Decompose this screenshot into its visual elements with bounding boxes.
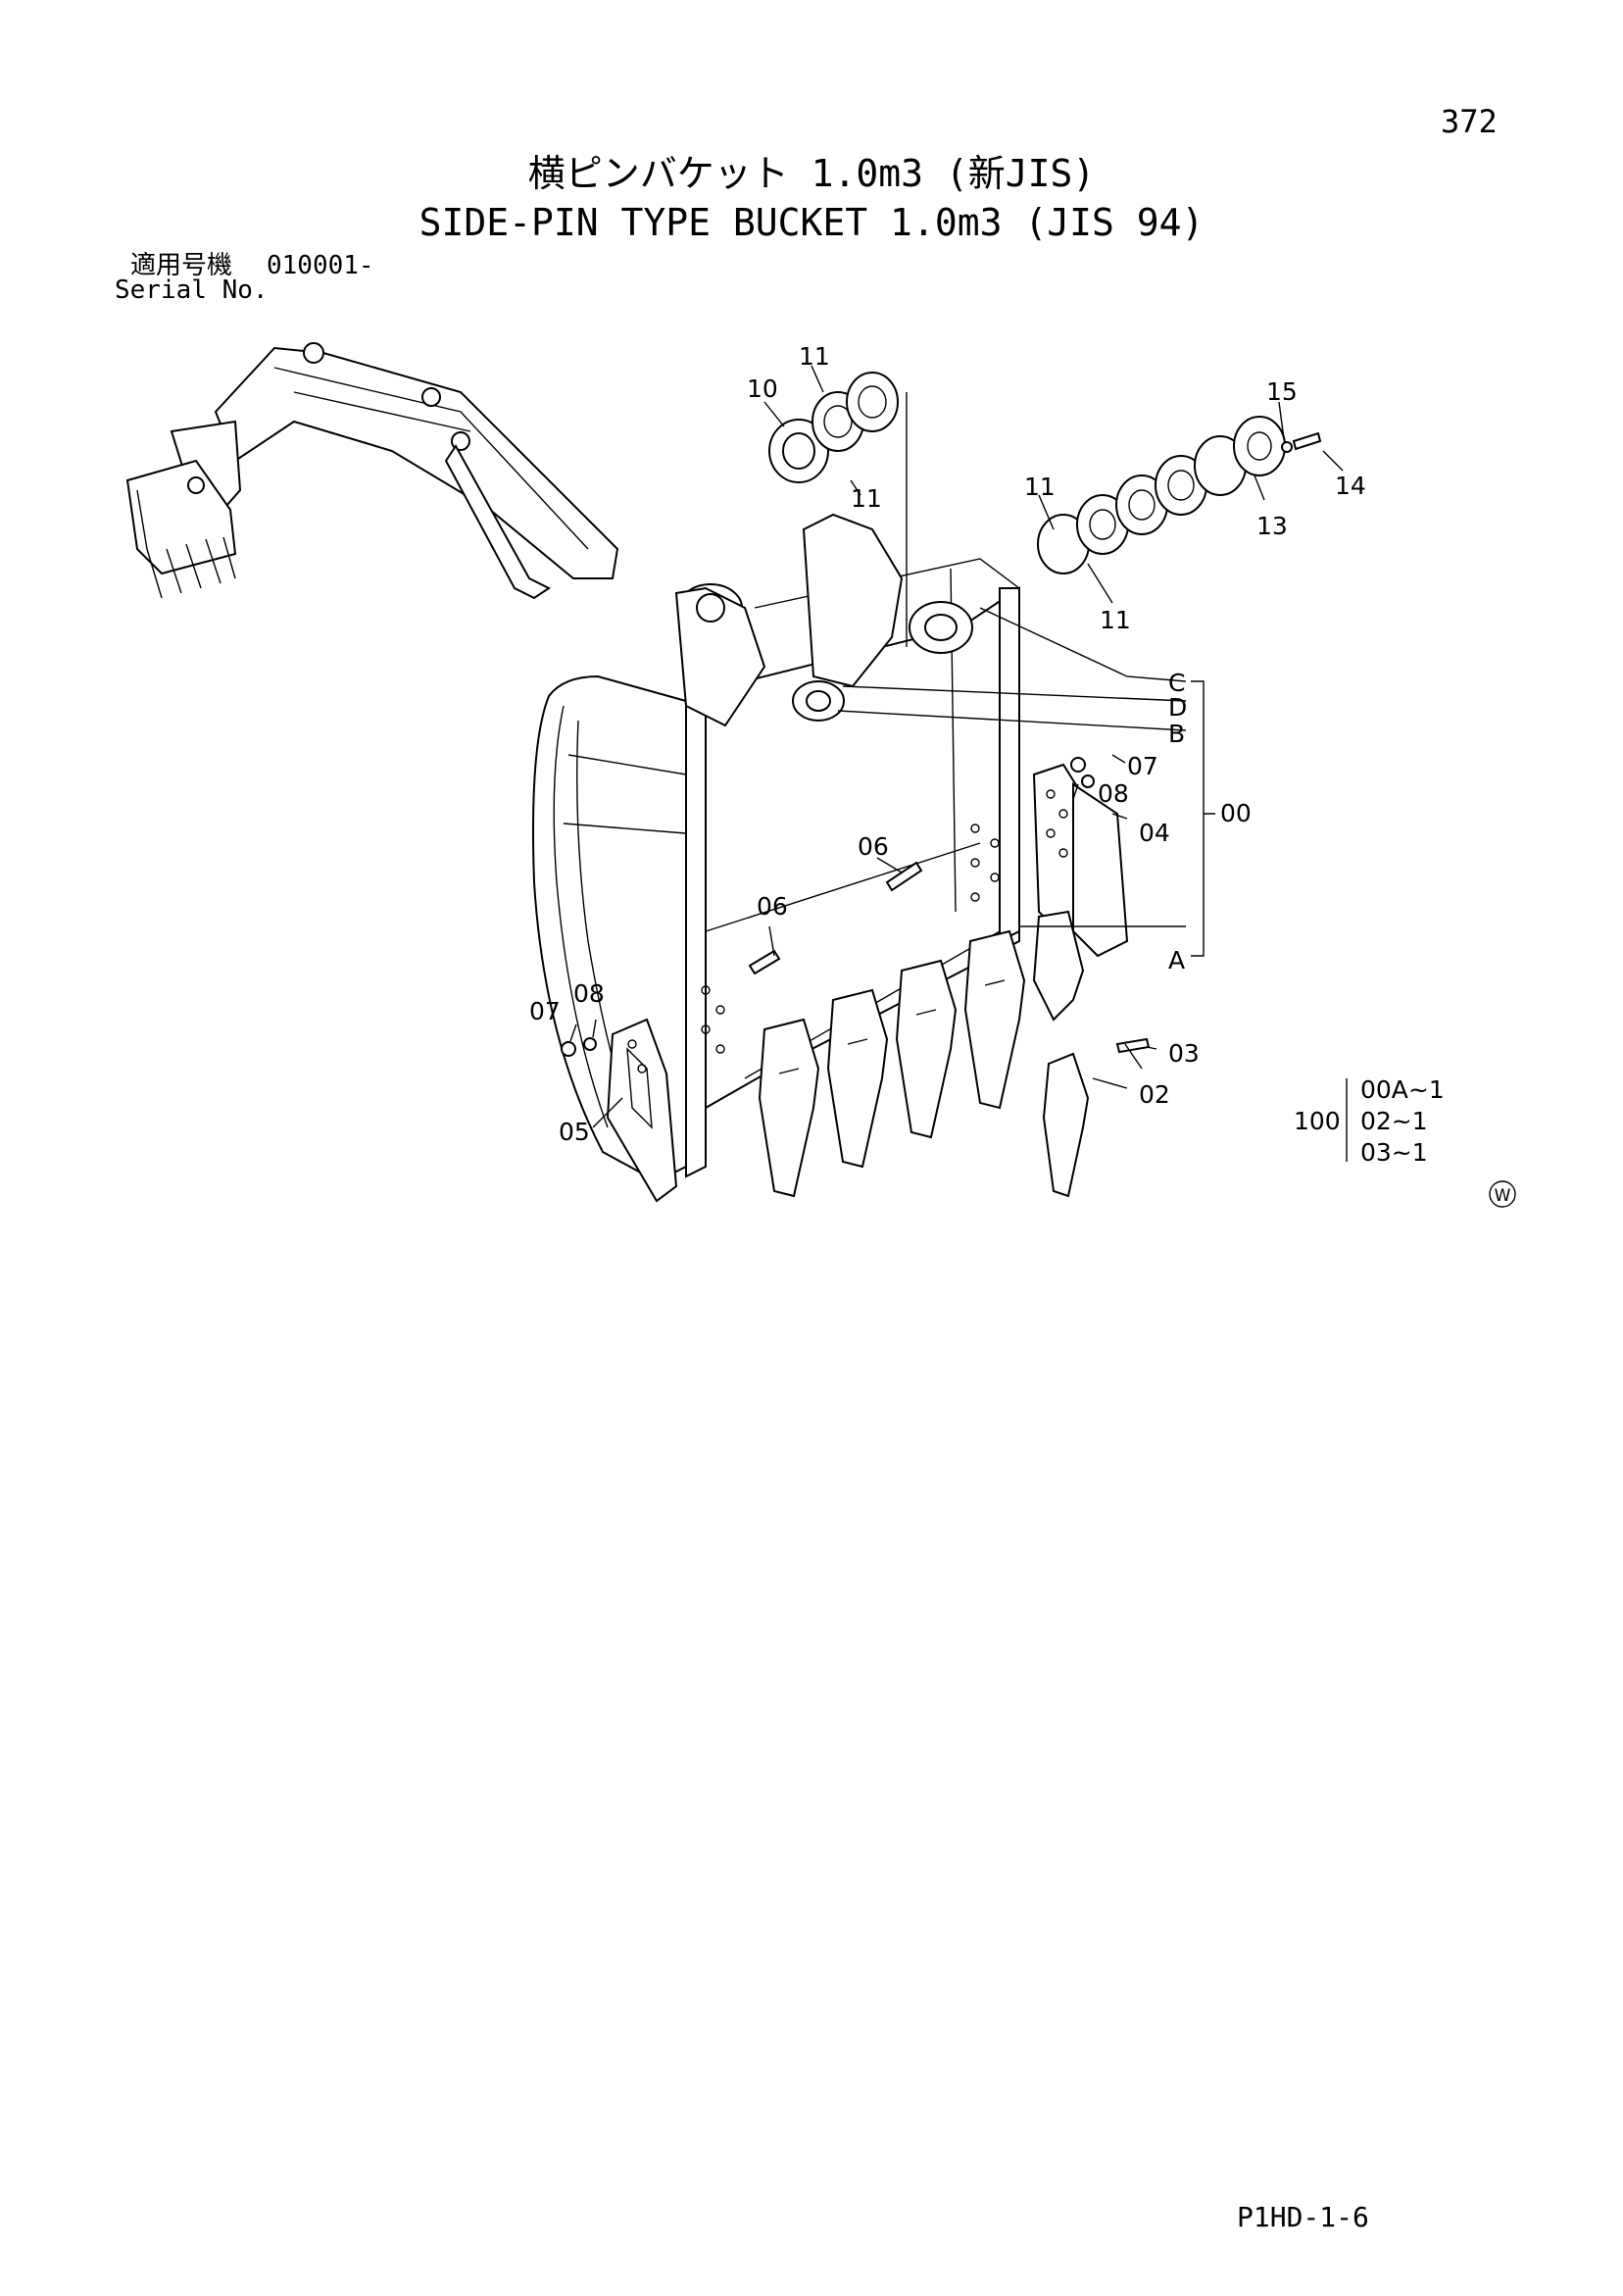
callout-00: 00 <box>1220 799 1252 827</box>
page-title-english: SIDE-PIN TYPE BUCKET 1.0m3 (JIS 94) <box>418 201 1205 244</box>
callout-13: 13 <box>1256 512 1288 540</box>
callout-11-top: 11 <box>799 342 830 371</box>
shims-and-washers <box>768 372 1322 957</box>
serial-number-value: 010001- <box>267 251 374 280</box>
assembly-kit-list: 100 00A~1 02~1 03~1 <box>1294 1075 1445 1167</box>
callout-15: 15 <box>1266 377 1298 406</box>
callout-05: 05 <box>559 1118 590 1146</box>
excavator-arm-thumbnail <box>125 342 619 600</box>
callout-07-left: 07 <box>529 997 561 1025</box>
pin-bosses <box>674 513 973 727</box>
bucket-body <box>532 558 1020 1183</box>
serial-label-english: Serial No. <box>115 275 269 305</box>
mark-letter: W <box>1495 1186 1511 1206</box>
callout-11-right-lower: 11 <box>1100 606 1131 634</box>
circled-w-mark: W <box>1489 1180 1516 1208</box>
kit-item: 03~1 <box>1360 1138 1428 1167</box>
callout-07-right: 07 <box>1127 752 1158 780</box>
callout-06-left: 06 <box>757 892 788 921</box>
page-code: P1HD-1-6 <box>1237 2201 1369 2233</box>
callout-08-left: 08 <box>573 979 605 1008</box>
callout-11-lower: 11 <box>851 484 882 513</box>
kit-quantity: 100 <box>1294 1107 1341 1135</box>
callout-letter-d: D <box>1168 693 1187 722</box>
serial-label-japanese: 適用号機 <box>130 251 233 280</box>
leader-lines <box>569 365 1344 1128</box>
bolts-nuts-pins <box>561 757 1151 1070</box>
callout-letter-b: B <box>1168 720 1185 748</box>
kit-item: 02~1 <box>1360 1107 1428 1135</box>
callout-08-right: 08 <box>1098 779 1129 808</box>
callout-03: 03 <box>1168 1039 1200 1068</box>
callout-letter-a: A <box>1168 946 1185 974</box>
callout-11-right-top: 11 <box>1024 473 1056 501</box>
callout-06-right: 06 <box>858 832 889 861</box>
callout-10: 10 <box>747 374 778 403</box>
page-number: 372 <box>1441 103 1498 140</box>
callout-letter-c: C <box>1168 669 1185 697</box>
kit-item: 00A~1 <box>1360 1075 1445 1104</box>
page-title-japanese: 横ピンバケット 1.0m3 (新JIS) <box>527 152 1096 195</box>
callout-02: 02 <box>1139 1080 1170 1109</box>
callout-04: 04 <box>1139 819 1170 847</box>
bucket-teeth <box>758 910 1090 1198</box>
callout-14: 14 <box>1335 472 1366 500</box>
side-cutters <box>606 763 1129 1203</box>
